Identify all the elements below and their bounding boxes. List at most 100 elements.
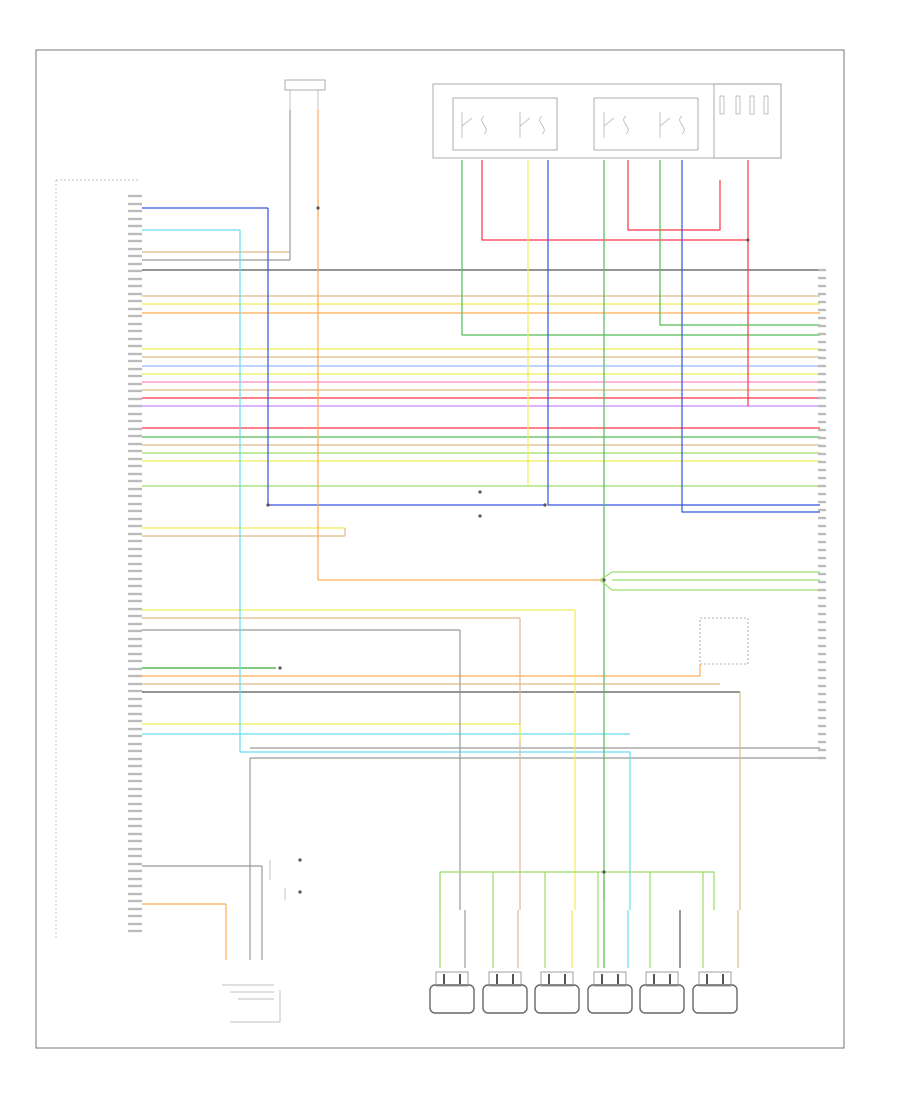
right-connector-stub-662 xyxy=(818,660,826,664)
right-connector-stub-334 xyxy=(818,332,826,336)
ecm-pin-stub-36 xyxy=(128,457,142,461)
ecm-pin-stub-1 xyxy=(128,194,142,198)
ecm-pin-stub-8 xyxy=(128,247,142,251)
ecm-pin-stub-26 xyxy=(128,382,142,386)
right-connector-stub-590 xyxy=(818,588,826,592)
ecm-pin-stub-4 xyxy=(128,217,142,221)
relay-coil-4 xyxy=(679,115,685,135)
right-connector-stub-502 xyxy=(818,500,826,504)
ecm-pin-stub-64 xyxy=(128,667,142,671)
right-connector-stub-694 xyxy=(818,692,826,696)
wire-blue-4 xyxy=(681,160,820,513)
right-connector-stub-358 xyxy=(818,356,826,360)
injector-pins-5 xyxy=(653,974,671,984)
ecm-pin-stub-15 xyxy=(128,299,142,303)
right-connector-stub-630 xyxy=(818,628,826,632)
ecm-pin-stub-18 xyxy=(128,322,142,326)
wire-red-3 xyxy=(481,160,749,406)
ecm-pin-stub-39 xyxy=(128,479,142,483)
ecm-pin-stub-96 xyxy=(128,907,142,911)
injector-pins-3 xyxy=(548,974,566,984)
right-connector-stub-702 xyxy=(818,700,826,704)
ecm-pin-stub-86 xyxy=(128,832,142,836)
right-connector-stub-550 xyxy=(818,548,826,552)
ecm-pin-stub-16 xyxy=(128,307,142,311)
injector-pins-4 xyxy=(601,974,619,984)
relay-coil-2 xyxy=(539,115,545,135)
ecm-pin-stub-19 xyxy=(128,329,142,333)
auto-shutdown-relay-box xyxy=(593,97,699,151)
ecm-pin-stub-42 xyxy=(128,502,142,506)
ecm-pin-stub-67 xyxy=(128,689,142,693)
right-connector-stub-734 xyxy=(818,732,826,736)
right-connector-stub-726 xyxy=(818,724,826,728)
ecm-pin-stub-58 xyxy=(128,622,142,626)
ecm-pin-stub-48 xyxy=(128,547,142,551)
ecm-pin-stub-25 xyxy=(128,374,142,378)
splice-dot-2 xyxy=(543,503,547,507)
right-connector-stub-470 xyxy=(818,468,826,472)
splice-dot-7 xyxy=(278,666,282,670)
ecm-pin-stub-62 xyxy=(128,652,142,656)
ecm-pin-stub-35 xyxy=(128,449,142,453)
injector-connector-1 xyxy=(435,971,469,987)
ecm-pin-stub-27 xyxy=(128,389,142,393)
ecm-pin-stub-68 xyxy=(128,697,142,701)
injector-body-2 xyxy=(482,984,528,1014)
ecm-pin-stub-63 xyxy=(128,659,142,663)
ecm-pin-stub-5 xyxy=(128,224,142,228)
right-connector-stub-614 xyxy=(818,612,826,616)
right-connector-stub-710 xyxy=(818,708,826,712)
ecm-pin-stub-32 xyxy=(128,427,142,431)
ecm-pin-stub-90 xyxy=(128,862,142,866)
diagram-frame xyxy=(35,49,845,1049)
splice-dot-10 xyxy=(298,858,302,862)
ecm-pin-stub-21 xyxy=(128,344,142,348)
right-connector-stub-342 xyxy=(818,340,826,344)
right-connector-stub-678 xyxy=(818,676,826,680)
injector-pins-6 xyxy=(706,974,724,984)
wire-lgreen-5 xyxy=(599,579,820,591)
right-connector-stub-542 xyxy=(818,540,826,544)
top-sensor-leads xyxy=(289,90,319,110)
wire-green-2 xyxy=(461,160,820,336)
ecm-pin-stub-30 xyxy=(128,412,142,416)
ecm-pin-stub-70 xyxy=(128,712,142,716)
ecm-pin-stub-56 xyxy=(128,607,142,611)
relay-contact-4 xyxy=(659,112,671,138)
wire-red-4 xyxy=(627,160,721,231)
ecm-pin-stub-74 xyxy=(128,742,142,746)
ecm-pin-stub-20 xyxy=(128,337,142,341)
ecm-pin-stub-55 xyxy=(128,599,142,603)
ecm-pin-stub-65 xyxy=(128,674,142,678)
diagram-structure xyxy=(55,79,782,1023)
ecm-pin-stub-83 xyxy=(128,809,142,813)
fuse-1 xyxy=(719,95,725,115)
ecm-pin-stub-41 xyxy=(128,494,142,498)
ecm-pin-stub-37 xyxy=(128,464,142,468)
ecm-pin-stub-57 xyxy=(128,614,142,618)
ecm-pin-stub-6 xyxy=(128,232,142,236)
right-connector-stub-278 xyxy=(818,276,826,280)
ecm-pin-stub-51 xyxy=(128,569,142,573)
ecm-pin-stub-2 xyxy=(128,202,142,206)
right-connector-stub-558 xyxy=(818,556,826,560)
fuel-pump-relay-box xyxy=(452,97,558,151)
ecm-pin-stub-10 xyxy=(128,262,142,266)
ecm-pin-stub-94 xyxy=(128,892,142,896)
right-connector-stub-574 xyxy=(818,572,826,576)
right-connector-stub-622 xyxy=(818,620,826,624)
splice-dot-8 xyxy=(478,490,482,494)
right-connector-stub-326 xyxy=(818,324,826,328)
fuse-3 xyxy=(749,95,755,115)
right-connector-stub-302 xyxy=(818,300,826,304)
right-connector-stub-382 xyxy=(818,380,826,384)
ecm-pin-stub-84 xyxy=(128,817,142,821)
ecm-pin-stub-71 xyxy=(128,719,142,723)
right-connector-stub-718 xyxy=(818,716,826,720)
ecm-pin-stub-12 xyxy=(128,277,142,281)
ecm-pin-stub-69 xyxy=(128,704,142,708)
ecm-pin-stub-82 xyxy=(128,802,142,806)
right-connector-stub-518 xyxy=(818,516,826,520)
